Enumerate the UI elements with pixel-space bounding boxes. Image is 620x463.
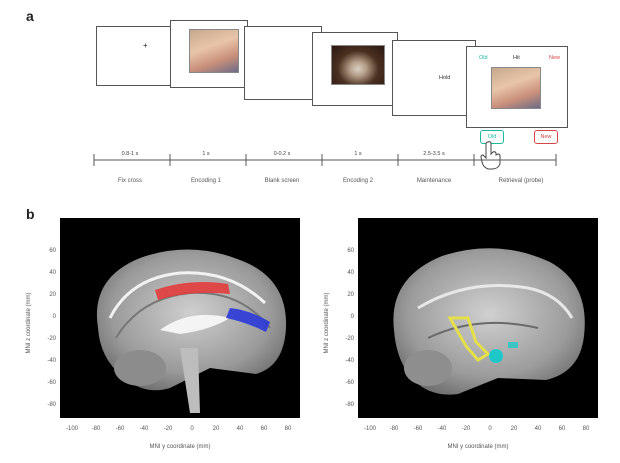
probe-screen: Old Hit New (466, 46, 568, 128)
xtick: 60 (559, 426, 566, 432)
ytick: -20 (47, 336, 56, 342)
red-region (155, 282, 230, 300)
xtick: -40 (438, 426, 447, 432)
blue-region (226, 308, 270, 332)
cyan-region (489, 349, 503, 363)
xtick: 20 (511, 426, 518, 432)
stage-label-5: Maintenance (416, 178, 452, 184)
stage-label-1: Fix cross (118, 178, 142, 184)
medial-brain-panel (60, 218, 300, 418)
old-response-button[interactable]: Old (480, 130, 504, 144)
xtick: -60 (116, 426, 125, 432)
xtick: -100 (66, 426, 79, 432)
probe-hit-label: Hit (513, 55, 520, 61)
panel-a-letter: a (26, 8, 34, 24)
xtick: -20 (462, 426, 471, 432)
blank-screen (244, 26, 322, 100)
probe-old-label: Old (479, 55, 488, 61)
left-ylabel: MNI z coordinate (mm) (26, 292, 32, 353)
xtick: 40 (535, 426, 542, 432)
duration-5: 2.5-3.5 s (423, 151, 445, 157)
left-xlabel: MNI y coordinate (mm) (149, 444, 210, 450)
xtick: 60 (261, 426, 268, 432)
ytick: 0 (53, 314, 57, 320)
xtick: -20 (164, 426, 173, 432)
new-response-button[interactable]: New (534, 130, 558, 144)
xtick: -80 (92, 426, 101, 432)
left-xaxis: -100 -80 -60 -40 -20 0 20 40 60 80 MNI y… (66, 426, 292, 450)
left-yaxis: 60 40 20 0 -20 -40 -60 -80 MNI z coordin… (26, 248, 57, 408)
duration-2: 1 s (202, 151, 210, 157)
xtick: 0 (190, 426, 194, 432)
lateral-brain-image (393, 248, 585, 395)
probe-face-photo (491, 67, 541, 109)
maintenance-text: Hold (439, 75, 451, 81)
ytick: -80 (345, 402, 354, 408)
right-yaxis: 60 40 20 0 -20 -40 -60 -80 MNI z coordin… (324, 248, 355, 408)
right-ylabel: MNI z coordinate (mm) (324, 292, 330, 353)
stage-label-2: Encoding 1 (190, 178, 222, 184)
pointing-hand-icon (480, 141, 501, 170)
xtick: 40 (237, 426, 244, 432)
xtick: -40 (140, 426, 149, 432)
ytick: -20 (345, 336, 354, 342)
fixation-cross: + (143, 41, 148, 50)
ytick: -40 (47, 358, 56, 364)
fixation-screen: + (96, 26, 172, 86)
ytick: -60 (47, 380, 56, 386)
medial-brain-image (96, 249, 287, 413)
ytick: 0 (351, 314, 355, 320)
ytick: 20 (347, 292, 354, 298)
ytick: 40 (49, 270, 56, 276)
ytick: 40 (347, 270, 354, 276)
maintenance-screen: Hold (392, 40, 476, 116)
duration-1: 0.8-1 s (121, 151, 139, 157)
ytick: 20 (49, 292, 56, 298)
encoding1-screen (170, 20, 248, 88)
ytick: -40 (345, 358, 354, 364)
right-xaxis: -100 -80 -60 -40 -20 0 20 40 60 80 MNI y… (364, 426, 590, 450)
lateral-brain-panel (358, 218, 598, 418)
panel-b-letter: b (26, 206, 35, 222)
child-face-photo (189, 29, 239, 73)
ytick: -60 (345, 380, 354, 386)
encoding2-screen (312, 32, 398, 106)
xtick: 20 (213, 426, 220, 432)
duration-4: 1 s (354, 151, 362, 157)
yellow-region (447, 316, 491, 362)
stage-label-6: Retrieval (probe) (498, 178, 544, 184)
cat-photo (331, 45, 385, 85)
ytick: 60 (347, 248, 354, 254)
stage-label-3: Blank screen (264, 178, 300, 184)
duration-3: 0-0.2 s (273, 151, 291, 157)
ytick: 60 (49, 248, 56, 254)
xtick: 80 (583, 426, 590, 432)
xtick: -100 (364, 426, 377, 432)
xtick: 0 (488, 426, 492, 432)
timeline (93, 154, 557, 166)
right-xlabel: MNI y coordinate (mm) (447, 444, 508, 450)
xtick: -80 (390, 426, 399, 432)
xtick: 80 (285, 426, 292, 432)
xtick: -60 (414, 426, 423, 432)
ytick: -80 (47, 402, 56, 408)
stage-label-4: Encoding 2 (342, 178, 374, 184)
probe-new-label: New (549, 55, 561, 61)
